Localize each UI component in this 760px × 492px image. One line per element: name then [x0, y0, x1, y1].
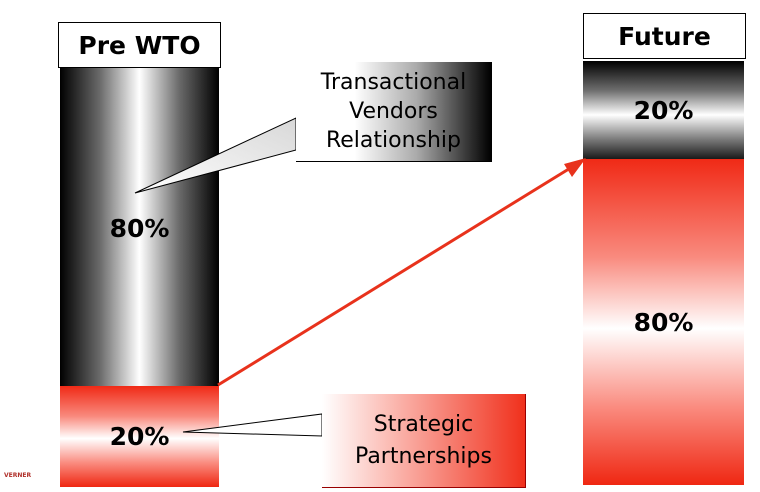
transactional-callout-line2: Vendors [349, 99, 438, 124]
pre-wto-title: Pre WTO [58, 22, 221, 68]
strategic-callout: Strategic Partnerships [322, 394, 526, 488]
strategic-callout-line1: Strategic [373, 411, 474, 437]
transactional-callout-pointer [134, 117, 297, 194]
company-logo: VERNER [4, 472, 58, 488]
transactional-callout-line3: Relationship [325, 128, 462, 153]
pre-wto-strategic-value: 20% [109, 422, 170, 451]
future-transactional-segment: 20% [583, 61, 744, 159]
pre-wto-transactional-value: 80% [109, 213, 170, 243]
shift-arrow-line [217, 165, 573, 387]
strategic-callout-line2: Partnerships [355, 443, 492, 469]
future-title-text: Future [618, 21, 711, 51]
transactional-callout-line1: Transactional [320, 70, 467, 95]
future-strategic-segment: 80% [583, 159, 744, 485]
pre-wto-strategic-segment: 20% [60, 386, 219, 487]
strategic-callout-pointer [182, 413, 323, 437]
future-transactional-value: 20% [633, 95, 694, 125]
transactional-callout: Transactional Vendors Relationship [296, 62, 492, 162]
company-logo-text: VERNER [4, 472, 32, 479]
future-strategic-value: 80% [633, 307, 694, 337]
pre-wto-transactional-segment: 80% [60, 68, 219, 386]
shift-arrow-head [564, 158, 586, 177]
future-title: Future [583, 13, 746, 59]
pre-wto-title-text: Pre WTO [78, 30, 201, 60]
